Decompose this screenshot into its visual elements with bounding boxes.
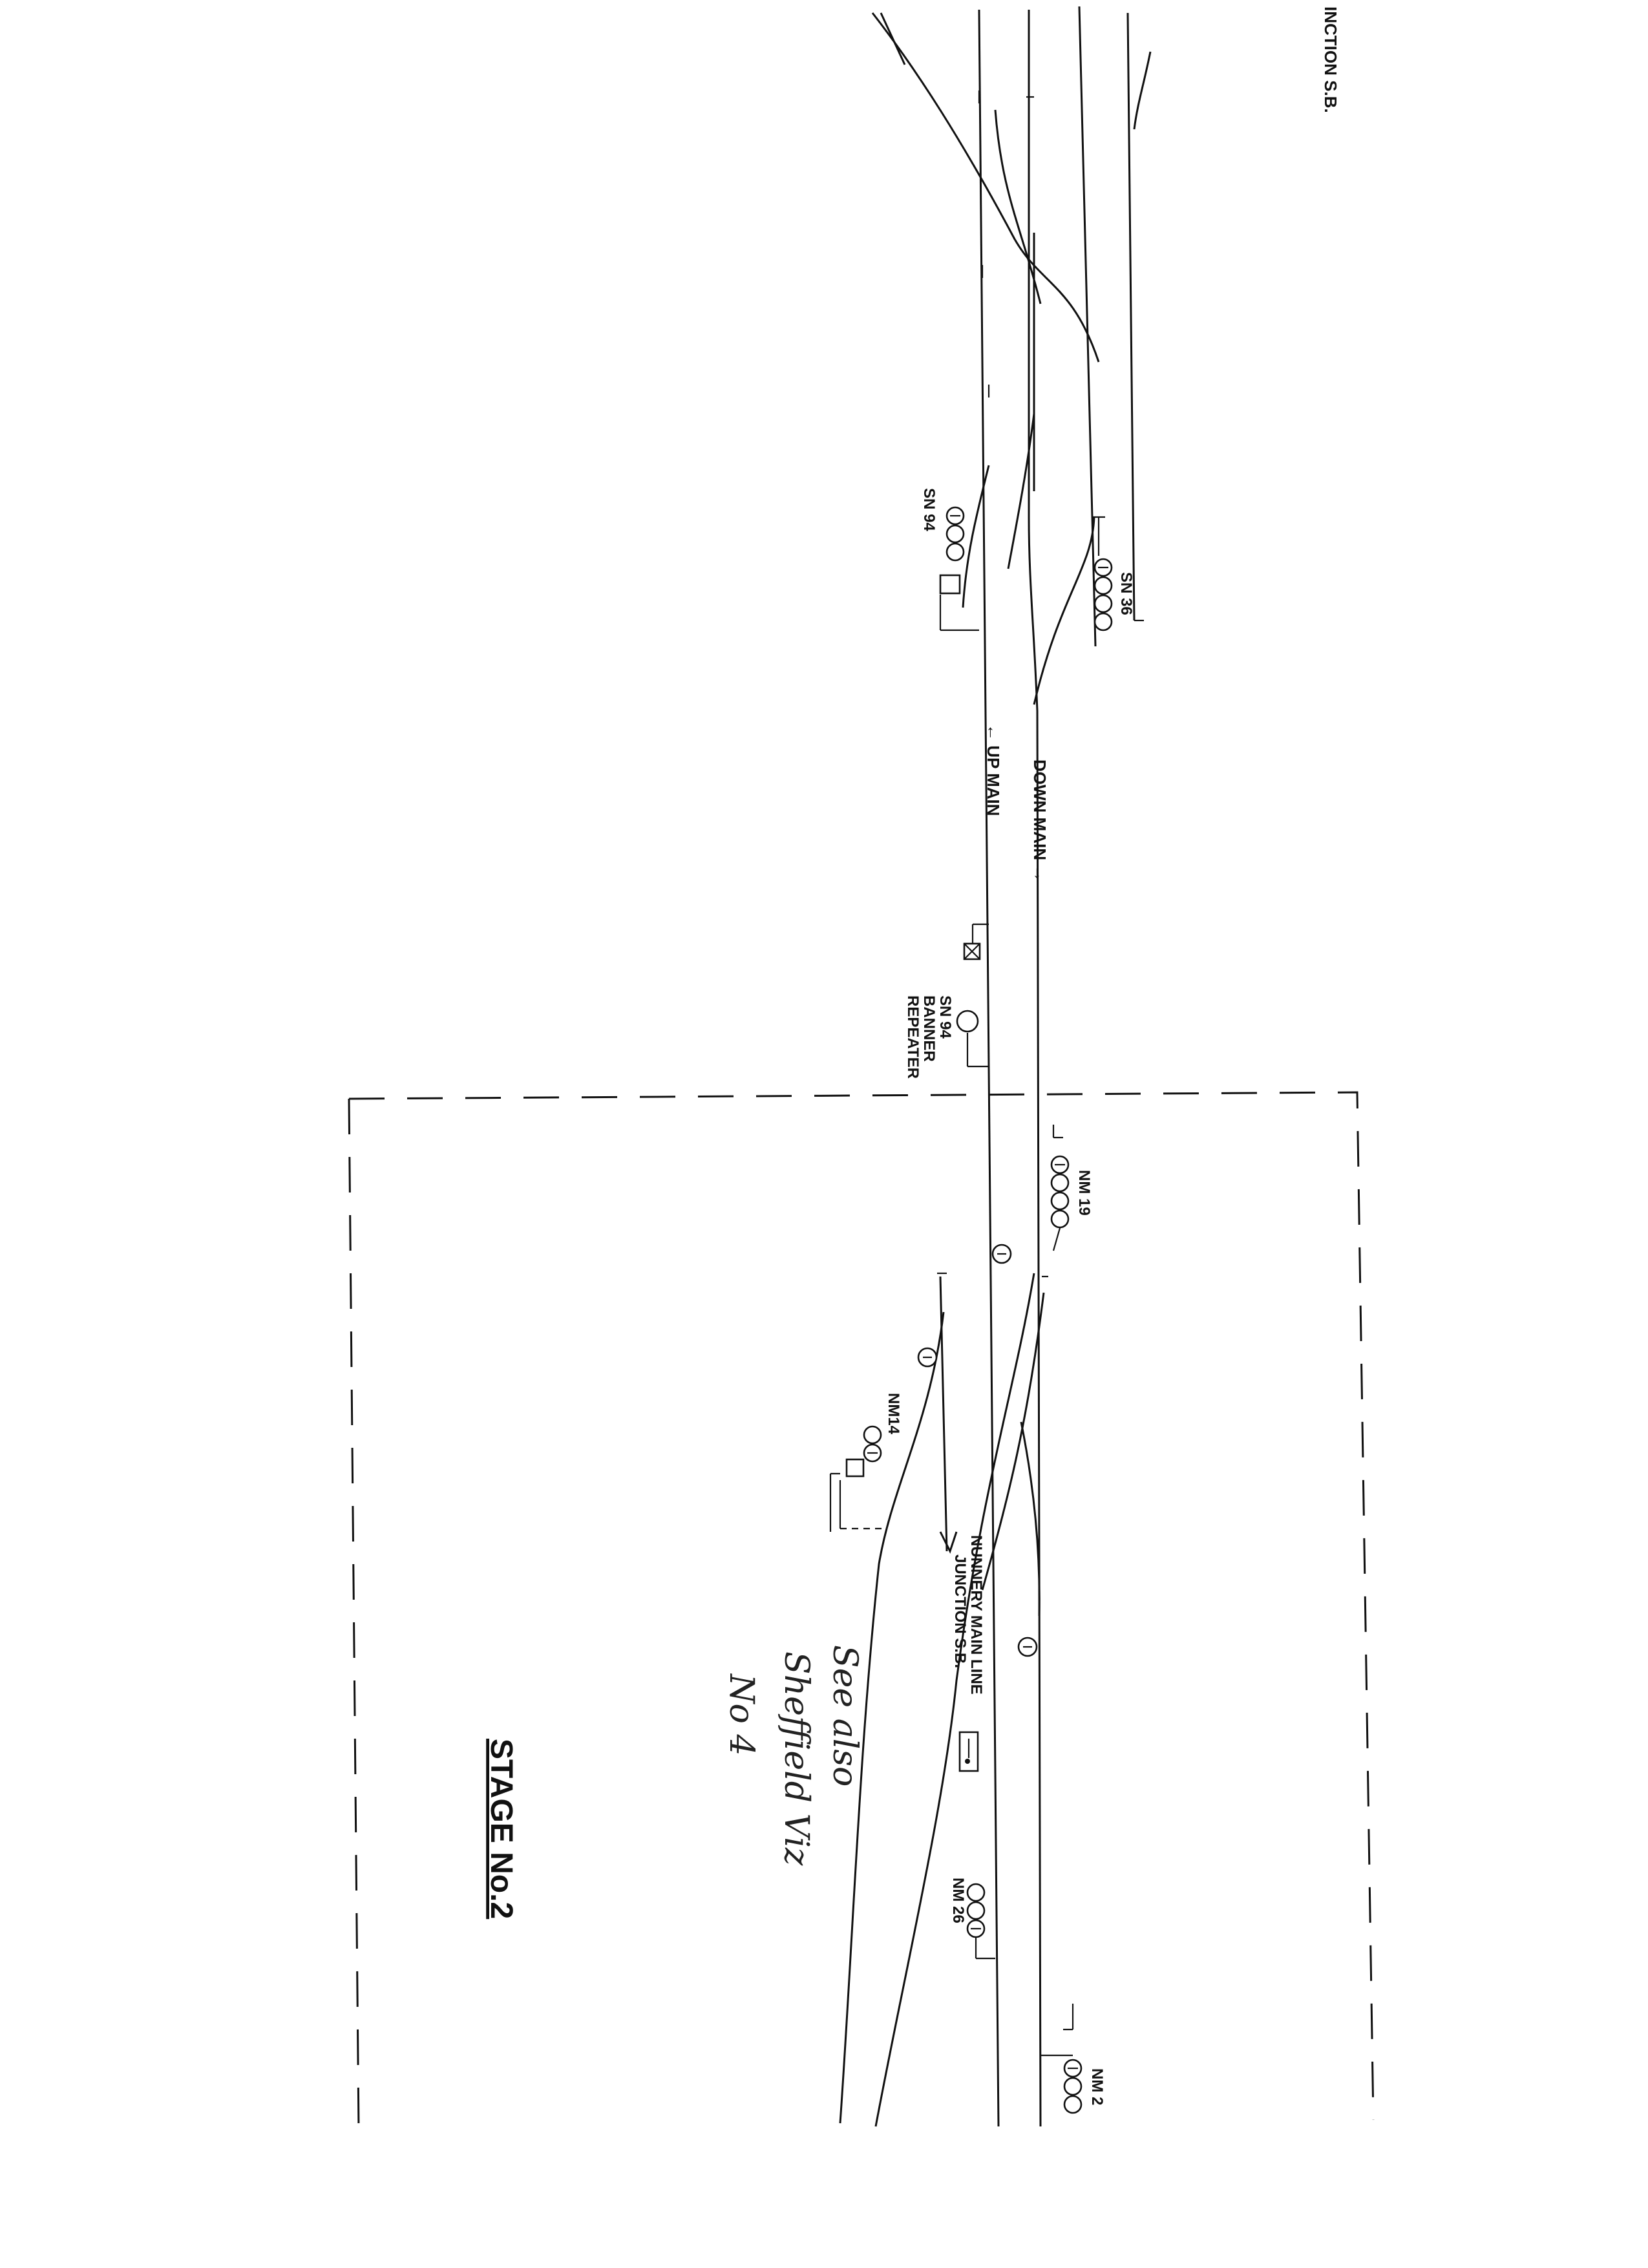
branch-curve-top [871,12,1100,363]
signal-nm19 [1050,1125,1070,1251]
signal-sn36 [1092,516,1113,631]
label-nm26: NM 26 [949,1878,967,1924]
svg-text:BANNER: BANNER [920,995,938,1062]
spur-right-top [1133,51,1152,130]
label-sn94-banner-repeater: SN 94 BANNER REPEATER [904,995,954,1079]
svg-text:NUNNERY MAIN LINE: NUNNERY MAIN LINE [967,1535,985,1695]
banner-repeater [956,923,989,1068]
up-main-track [978,9,1000,2127]
stage-title: STAGE No.2 [484,1739,518,1919]
siding-stub-junction [939,1276,948,1552]
stage-boundary-box [348,1091,1375,2130]
crossover-top-1 [994,109,1042,304]
label-nm14: NM14 [885,1393,902,1435]
signal-sn94 [939,506,979,631]
crossover-sn94 [962,465,990,608]
label-nm2: NM 2 [1088,2068,1106,2105]
svg-text:SN 94: SN 94 [936,995,954,1039]
svg-text:See also: See also [825,1645,864,1786]
crossover-junction-1 [981,1292,1045,1591]
svg-text:JUNCTION S.B.: JUNCTION S.B. [951,1554,969,1668]
ground-signal-3 [1017,1637,1038,1657]
label-nm19: NM 19 [1075,1170,1093,1216]
label-down-main: DOWN MAIN → [1030,759,1050,882]
label-sn94: SN 94 [920,488,938,531]
signal-nm26 [966,1883,995,1960]
label-up-main: ← UP MAIN [984,724,1003,816]
label-sn36: SN 36 [1117,572,1135,615]
track-ticks [937,90,1144,1278]
signal-box-symbol [958,1731,979,1772]
branch-lower-inner [874,1273,1035,2127]
svg-text:REPEATER: REPEATER [904,995,922,1079]
siding-arrow-stub [939,1531,958,1554]
branch-lower-outer [839,1311,945,2124]
ground-signal-2 [917,1347,938,1368]
crossover-junction-2 [1020,1421,1041,1616]
yard-track-2 [1126,12,1136,621]
signal-nm2 [1041,2004,1083,2114]
label-signal-box: NUNNERY MAIN LINE JUNCTION S.B. [951,1535,985,1695]
signal-nm14 [829,1425,882,1532]
corner-label: INCTION S.B. [1321,6,1340,113]
down-main-s-curve [1033,516,1095,705]
spur-left-top [880,12,906,65]
ground-signal-1 [991,1244,1012,1264]
handwritten-note: See also Sheffield Viz No 4 [722,1645,864,1866]
svg-text:Sheffield Viz: Sheffield Viz [777,1651,816,1866]
crossover-top-2 [1007,413,1035,569]
svg-text:No 4: No 4 [722,1673,761,1755]
down-main-track [1028,10,1042,2127]
